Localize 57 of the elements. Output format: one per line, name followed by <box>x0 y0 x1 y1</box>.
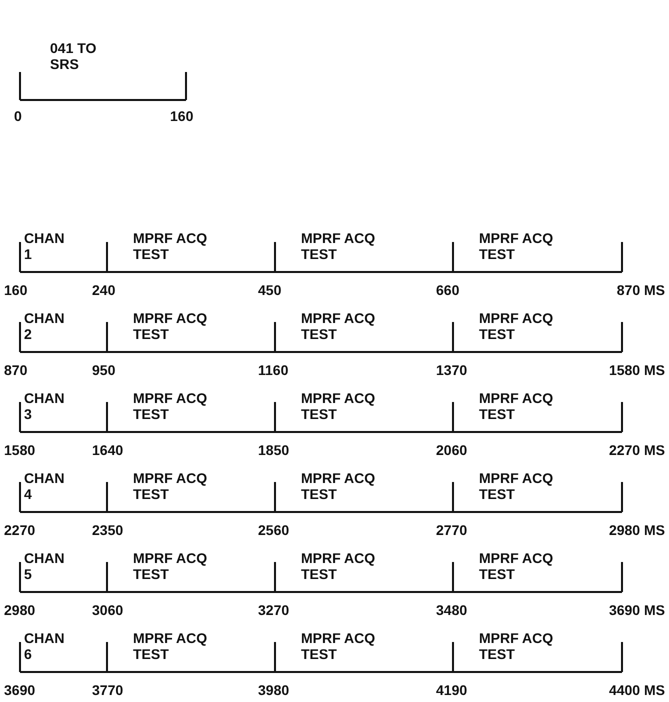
segment-label: MPRF ACQ TEST <box>133 230 208 262</box>
time-tick-label: 3980 <box>258 682 290 698</box>
segment-label: MPRF ACQ TEST <box>479 470 554 502</box>
time-tick-label: 2350 <box>92 522 124 538</box>
channel-label: CHAN 3 <box>24 390 66 422</box>
time-tick-label: 870 MS <box>616 282 665 298</box>
time-tick-label: 2770 <box>436 522 468 538</box>
time-tick-label: 3690 <box>4 682 36 698</box>
time-tick-label: 2060 <box>436 442 468 458</box>
segment-label: MPRF ACQ TEST <box>479 390 554 422</box>
time-tick-label: 160 <box>4 282 28 298</box>
time-tick-label: 2980 MS <box>608 522 665 538</box>
time-tick-label: 4190 <box>436 682 468 698</box>
time-tick-label: 240 <box>92 282 116 298</box>
time-tick-label: 2980 <box>4 602 36 618</box>
time-tick-label: 1850 <box>258 442 290 458</box>
channel-label: CHAN 5 <box>24 550 66 582</box>
channel-label: CHAN 2 <box>24 310 66 342</box>
time-tick-label: 160 <box>170 108 194 124</box>
segment-label: MPRF ACQ TEST <box>479 550 554 582</box>
segment-label: MPRF ACQ TEST <box>301 230 376 262</box>
segment-label: MPRF ACQ TEST <box>301 470 376 502</box>
time-tick-label: 3770 <box>92 682 124 698</box>
time-tick-label: 3690 MS <box>608 602 665 618</box>
time-tick-label: 1580 MS <box>608 362 665 378</box>
segment-label: MPRF ACQ TEST <box>301 550 376 582</box>
time-tick-label: 1160 <box>258 362 288 378</box>
channel-label: CHAN 4 <box>24 470 66 502</box>
time-tick-label: 2270 <box>4 522 36 538</box>
time-tick-label: 3060 <box>92 602 124 618</box>
time-tick-label: 660 <box>436 282 460 298</box>
time-tick-label: 0 <box>14 108 22 124</box>
time-tick-label: 950 <box>92 362 116 378</box>
time-tick-label: 1640 <box>92 442 124 458</box>
channel-label: CHAN 6 <box>24 630 66 662</box>
segment-label: MPRF ACQ TEST <box>479 230 554 262</box>
segment-label: MPRF ACQ TEST <box>133 390 208 422</box>
segment-label: MPRF ACQ TEST <box>133 550 208 582</box>
time-tick-label: 450 <box>258 282 282 298</box>
time-tick-label: 2270 MS <box>608 442 665 458</box>
segment-label: MPRF ACQ TEST <box>479 310 554 342</box>
interval-label: 041 TO SRS <box>50 40 98 72</box>
segment-label: MPRF ACQ TEST <box>301 630 376 662</box>
segment-label: MPRF ACQ TEST <box>301 390 376 422</box>
time-tick-label: 1580 <box>4 442 36 458</box>
time-tick-label: 3270 <box>258 602 290 618</box>
time-tick-label: 4400 MS <box>608 682 665 698</box>
segment-label: MPRF ACQ TEST <box>133 630 208 662</box>
time-tick-label: 870 <box>4 362 28 378</box>
segment-label: MPRF ACQ TEST <box>133 470 208 502</box>
time-tick-label: 3480 <box>436 602 468 618</box>
channel-label: CHAN 1 <box>24 230 66 262</box>
time-tick-label: 1370 <box>436 362 468 378</box>
segment-label: MPRF ACQ TEST <box>301 310 376 342</box>
segment-label: MPRF ACQ TEST <box>133 310 208 342</box>
segment-label: MPRF ACQ TEST <box>479 630 554 662</box>
time-tick-label: 2560 <box>258 522 290 538</box>
